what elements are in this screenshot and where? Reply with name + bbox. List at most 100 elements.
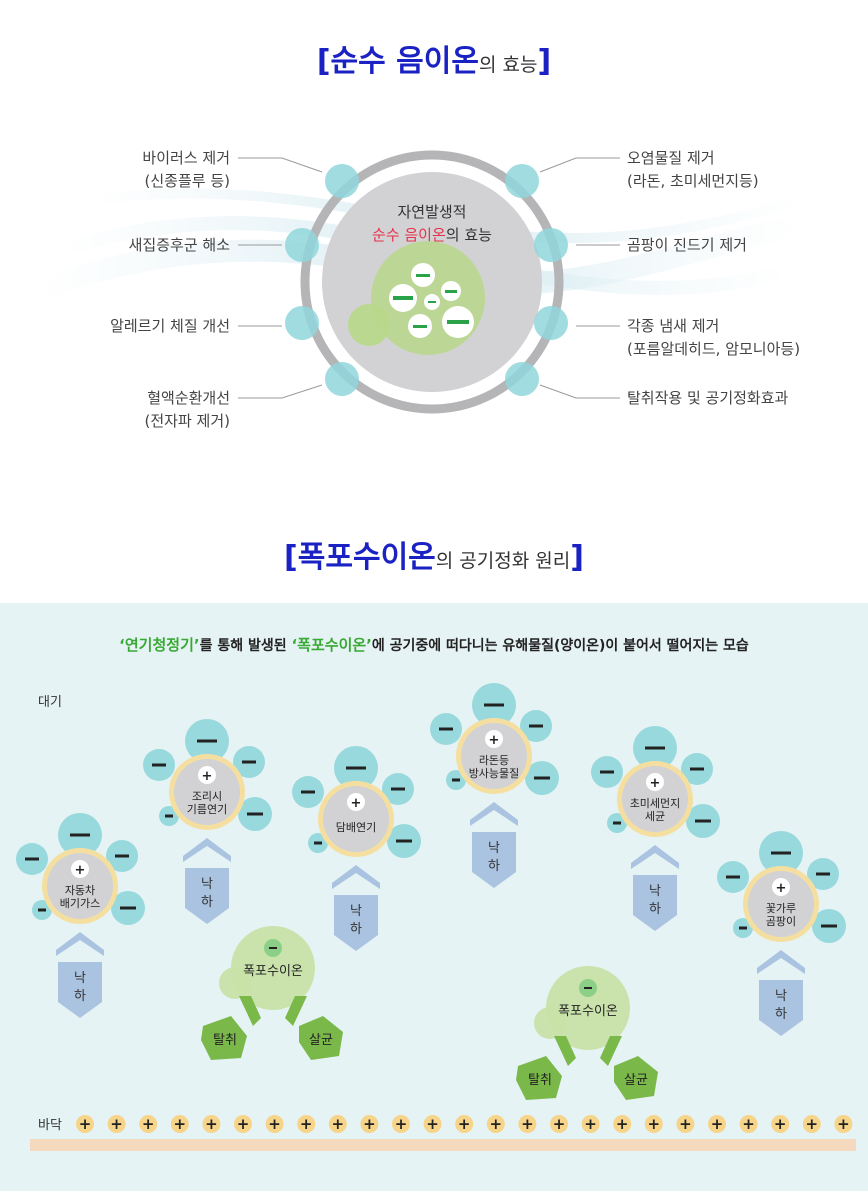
minus-sign	[484, 703, 504, 707]
floor-plus-circle	[581, 1115, 600, 1133]
connector-right-4	[539, 384, 620, 399]
minus-sign	[600, 770, 614, 774]
particle-label-line1: 자동차	[65, 884, 95, 897]
ring-ion-2	[285, 228, 319, 262]
effect-deodorize: 탈취작용 및 공기정화효과	[627, 387, 788, 410]
center-text-suffix: 의 효능	[446, 226, 492, 244]
ring-ion-3	[285, 306, 319, 340]
floor-plus-circle	[802, 1115, 821, 1133]
fall-chevron	[757, 950, 805, 974]
waterfall-ion-body	[231, 926, 315, 1010]
minus-sign	[391, 787, 405, 791]
minus-sign	[242, 760, 256, 764]
title2-bracket-close: ]	[570, 540, 584, 575]
plus-sign: +	[351, 796, 362, 811]
fall-label-2: 하	[201, 895, 213, 910]
floor-plus-ion: +	[739, 1115, 758, 1133]
floor-plus-ion: +	[328, 1115, 347, 1133]
fall-label-2: 하	[488, 859, 500, 874]
floor-plus-ion: +	[265, 1115, 284, 1133]
fall-arrow	[633, 875, 677, 931]
floor-plus-circle	[139, 1115, 158, 1133]
center-text-line2: 순수 음이온의 효능	[372, 226, 492, 244]
floor-plus-ion: +	[202, 1115, 221, 1133]
floor-plus-ion: +	[676, 1115, 695, 1133]
floor-plus-circle	[834, 1115, 853, 1133]
floor-plus-ion: +	[297, 1115, 316, 1133]
effect-sterilize-ray	[600, 1036, 622, 1066]
floor-plus-ion: +	[170, 1115, 189, 1133]
effect-odor-line2: (포름알데히드, 암모니아등)	[627, 340, 801, 358]
minus-sign	[695, 819, 711, 823]
effect-sterilize-ray	[285, 996, 307, 1026]
floor-plus-circle	[234, 1115, 252, 1133]
floor-plus-sign: +	[584, 1115, 597, 1133]
fall-label-1: 낙	[201, 877, 213, 892]
fall-arrow	[334, 895, 378, 951]
plus-ion	[772, 878, 790, 896]
floor-plus-sign: +	[237, 1115, 250, 1133]
floor-plus-circle	[613, 1115, 632, 1133]
fall-label-2: 하	[350, 922, 362, 937]
effect-deodorize-ray	[239, 996, 261, 1026]
effect-deodorize-badge	[516, 1056, 562, 1100]
minus-sign	[197, 739, 217, 743]
effect-circulation-line2: (전자파 제거)	[144, 412, 230, 430]
floor-plus-sign: +	[79, 1115, 92, 1133]
floor-plus-circle	[360, 1115, 379, 1133]
floor-plus-ion: +	[234, 1115, 252, 1133]
ion-effects-diagram: 자연발생적 순수 음이온의 효능	[36, 150, 803, 414]
fall-label-2: 하	[74, 989, 86, 1004]
floor-plus-ion: +	[392, 1115, 410, 1133]
effect-deodorize-label: 탈취	[213, 1033, 237, 1048]
floor-plus-sign: +	[363, 1115, 376, 1133]
fall-label-1: 낙	[775, 989, 787, 1004]
purification-panel	[0, 603, 868, 1191]
minus-sign	[247, 812, 263, 816]
effect-allergy-line1: 알레르기 체질 개선	[110, 317, 230, 335]
effect-mold-line1: 곰팡이 진드기 제거	[627, 236, 747, 254]
minus-sign	[115, 854, 129, 858]
headline-product: ‘연기청정기’	[119, 636, 200, 654]
floor-plus-circle	[423, 1115, 442, 1133]
floor-plus-ion: +	[76, 1115, 94, 1133]
fall-chevron	[56, 932, 104, 956]
plus-sign: +	[489, 733, 500, 748]
floor-plus-sign: +	[837, 1115, 850, 1133]
effect-circulation-line1: 혈액순환개선	[147, 389, 230, 407]
center-text-line1: 자연발생적	[397, 203, 466, 221]
floor-plus-sign: +	[426, 1115, 439, 1133]
floor-plus-sign: +	[521, 1115, 534, 1133]
floor-plus-circle	[170, 1115, 189, 1133]
particle-label-line1: 라돈등	[479, 754, 509, 767]
floor-plus-circle	[644, 1115, 663, 1133]
effect-virus-line1: 바이러스 제거	[142, 149, 230, 167]
floor-plus-circle	[771, 1115, 790, 1133]
floor-plus-ion: +	[771, 1115, 790, 1133]
minus-sign	[816, 872, 830, 876]
section1-title: [순수 음이온의 효능]	[0, 36, 868, 80]
minus-sign	[529, 724, 543, 728]
fall-label-1: 낙	[74, 971, 86, 986]
plus-ion	[347, 793, 365, 811]
ring-ion-5	[505, 164, 539, 198]
waterfall-ion-minus	[584, 987, 592, 989]
particle-label-line1: 조리시	[192, 790, 222, 803]
connector-right-1	[539, 157, 620, 173]
particle-label-line2: 세균	[645, 810, 665, 823]
effect-deodorize-ray	[554, 1036, 576, 1066]
title2-bracket-open: [	[284, 540, 298, 575]
minus-sign	[396, 839, 412, 843]
floor-plus-circle	[107, 1115, 126, 1133]
floor-plus-sign: +	[268, 1115, 281, 1133]
fall-chevron	[470, 802, 518, 826]
plus-ion	[198, 766, 216, 784]
floor-plus-circle	[518, 1115, 537, 1133]
effect-odor-line1: 각종 냄새 제거	[627, 317, 720, 335]
particle-core	[323, 786, 389, 852]
purification-headline: ‘연기청정기’를 통해 발생된 ‘폭포수이온’에 공기중에 떠다니는 유해물질(…	[0, 634, 868, 655]
effect-circulation: 혈액순환개선 (전자파 제거)	[145, 387, 230, 433]
